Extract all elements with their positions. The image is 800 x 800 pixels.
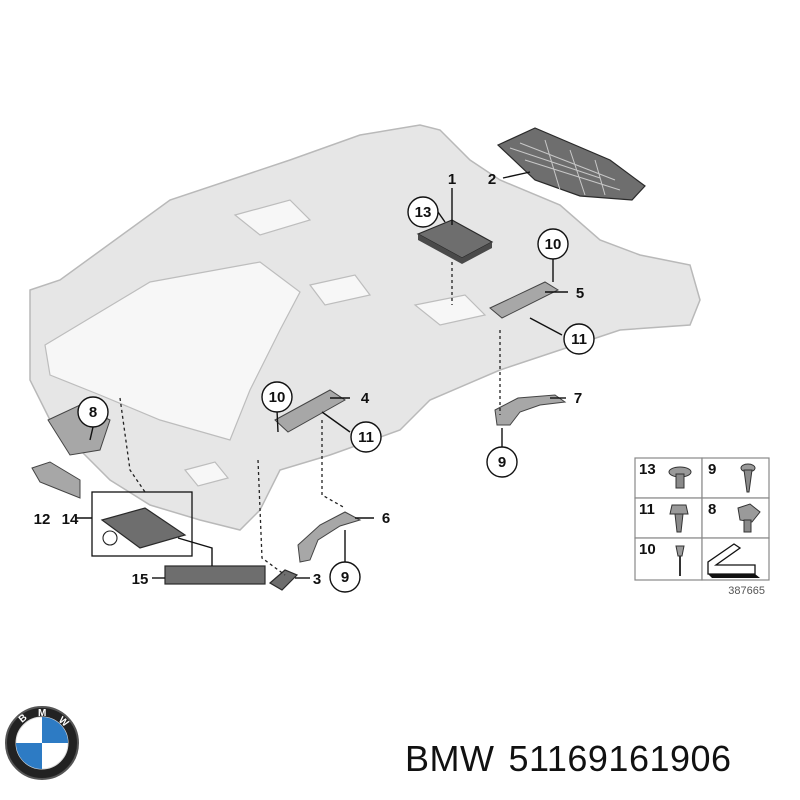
callout-11a: 11 — [571, 331, 587, 348]
part-2-grille — [496, 127, 646, 201]
sunroof-opening — [44, 261, 301, 441]
callout-10a-circle — [537, 228, 569, 260]
callout-15: 15 — [132, 571, 149, 588]
fastener-13-icon — [668, 466, 692, 489]
arrow-icon — [707, 543, 760, 578]
bmw-logo-icon: B M W — [5, 706, 79, 780]
brand-part-number: BMW 51169161906 — [405, 738, 746, 780]
legend-label-9: 9 — [708, 461, 716, 478]
legend-label-11: 11 — [639, 501, 655, 518]
leader-15 — [177, 537, 213, 566]
part-14-visor — [100, 507, 187, 549]
callout-2: 2 — [488, 171, 496, 188]
callout-9a-circle — [486, 446, 518, 478]
callout-14: 14 — [62, 511, 79, 528]
leader-2 — [502, 171, 531, 179]
fastener-10-icon — [675, 545, 685, 576]
leader-11a — [529, 317, 563, 336]
dash-3 — [257, 459, 286, 576]
callout-10b-circle — [261, 381, 293, 413]
callout-3: 3 — [313, 571, 321, 588]
callout-10b: 10 — [269, 389, 286, 406]
callout-8-circle — [77, 396, 109, 428]
part-7-grab-handle — [494, 394, 567, 426]
part-12-bracket — [31, 461, 81, 499]
callout-8: 8 — [89, 404, 97, 421]
fastener-11-icon — [669, 504, 689, 533]
fastener-8-icon — [737, 503, 761, 533]
callout-11a-circle — [563, 323, 595, 355]
part-14-star-clip — [102, 530, 118, 546]
part-2-grille-pattern — [509, 139, 621, 196]
callout-4: 4 — [361, 390, 370, 407]
callout-6: 6 — [382, 510, 390, 527]
leader-11b — [321, 411, 351, 433]
part-3-clip — [268, 569, 299, 591]
part-6-grab-handle — [297, 511, 362, 563]
headliner-cutout-rear — [413, 294, 487, 326]
callout-7: 7 — [574, 390, 582, 407]
callout-11b: 11 — [358, 429, 374, 446]
fastener-legend: 13 9 11 8 10 — [634, 457, 770, 581]
callout-13-circle — [407, 196, 439, 228]
legend-label-13: 13 — [639, 461, 656, 478]
callout-5: 5 — [576, 285, 584, 302]
legend-label-8: 8 — [708, 501, 716, 518]
part-5-handle — [489, 281, 560, 319]
part-4-handle — [274, 389, 346, 433]
leader-8 — [89, 426, 94, 441]
callout-1: 1 — [448, 171, 456, 188]
headliner-cutout-side — [183, 461, 230, 487]
fastener-9-icon — [740, 463, 756, 493]
callout-13: 13 — [415, 204, 432, 221]
callout-10a: 10 — [545, 236, 562, 253]
figure-number: 387665 — [728, 585, 765, 597]
callout-11b-circle — [350, 421, 382, 453]
headliner-cutout-front — [233, 199, 312, 236]
part-14-box — [91, 491, 193, 557]
callout-9a: 9 — [498, 454, 506, 471]
callout-9b-circle — [329, 561, 361, 593]
headliner-cutout-center — [308, 274, 372, 306]
svg-text:M: M — [38, 708, 46, 719]
brand-name: BMW — [405, 738, 495, 779]
callout-12: 12 — [34, 511, 51, 528]
part-13-interior-light-side — [418, 234, 492, 264]
part-15-strip — [164, 565, 266, 585]
leader-13 — [437, 211, 446, 223]
leader-10b — [276, 409, 279, 433]
dash-14 — [119, 397, 146, 493]
part-number: 51169161906 — [508, 738, 732, 779]
callout-9b: 9 — [341, 569, 349, 586]
dash-4 — [321, 420, 346, 509]
legend-label-10: 10 — [639, 541, 656, 558]
